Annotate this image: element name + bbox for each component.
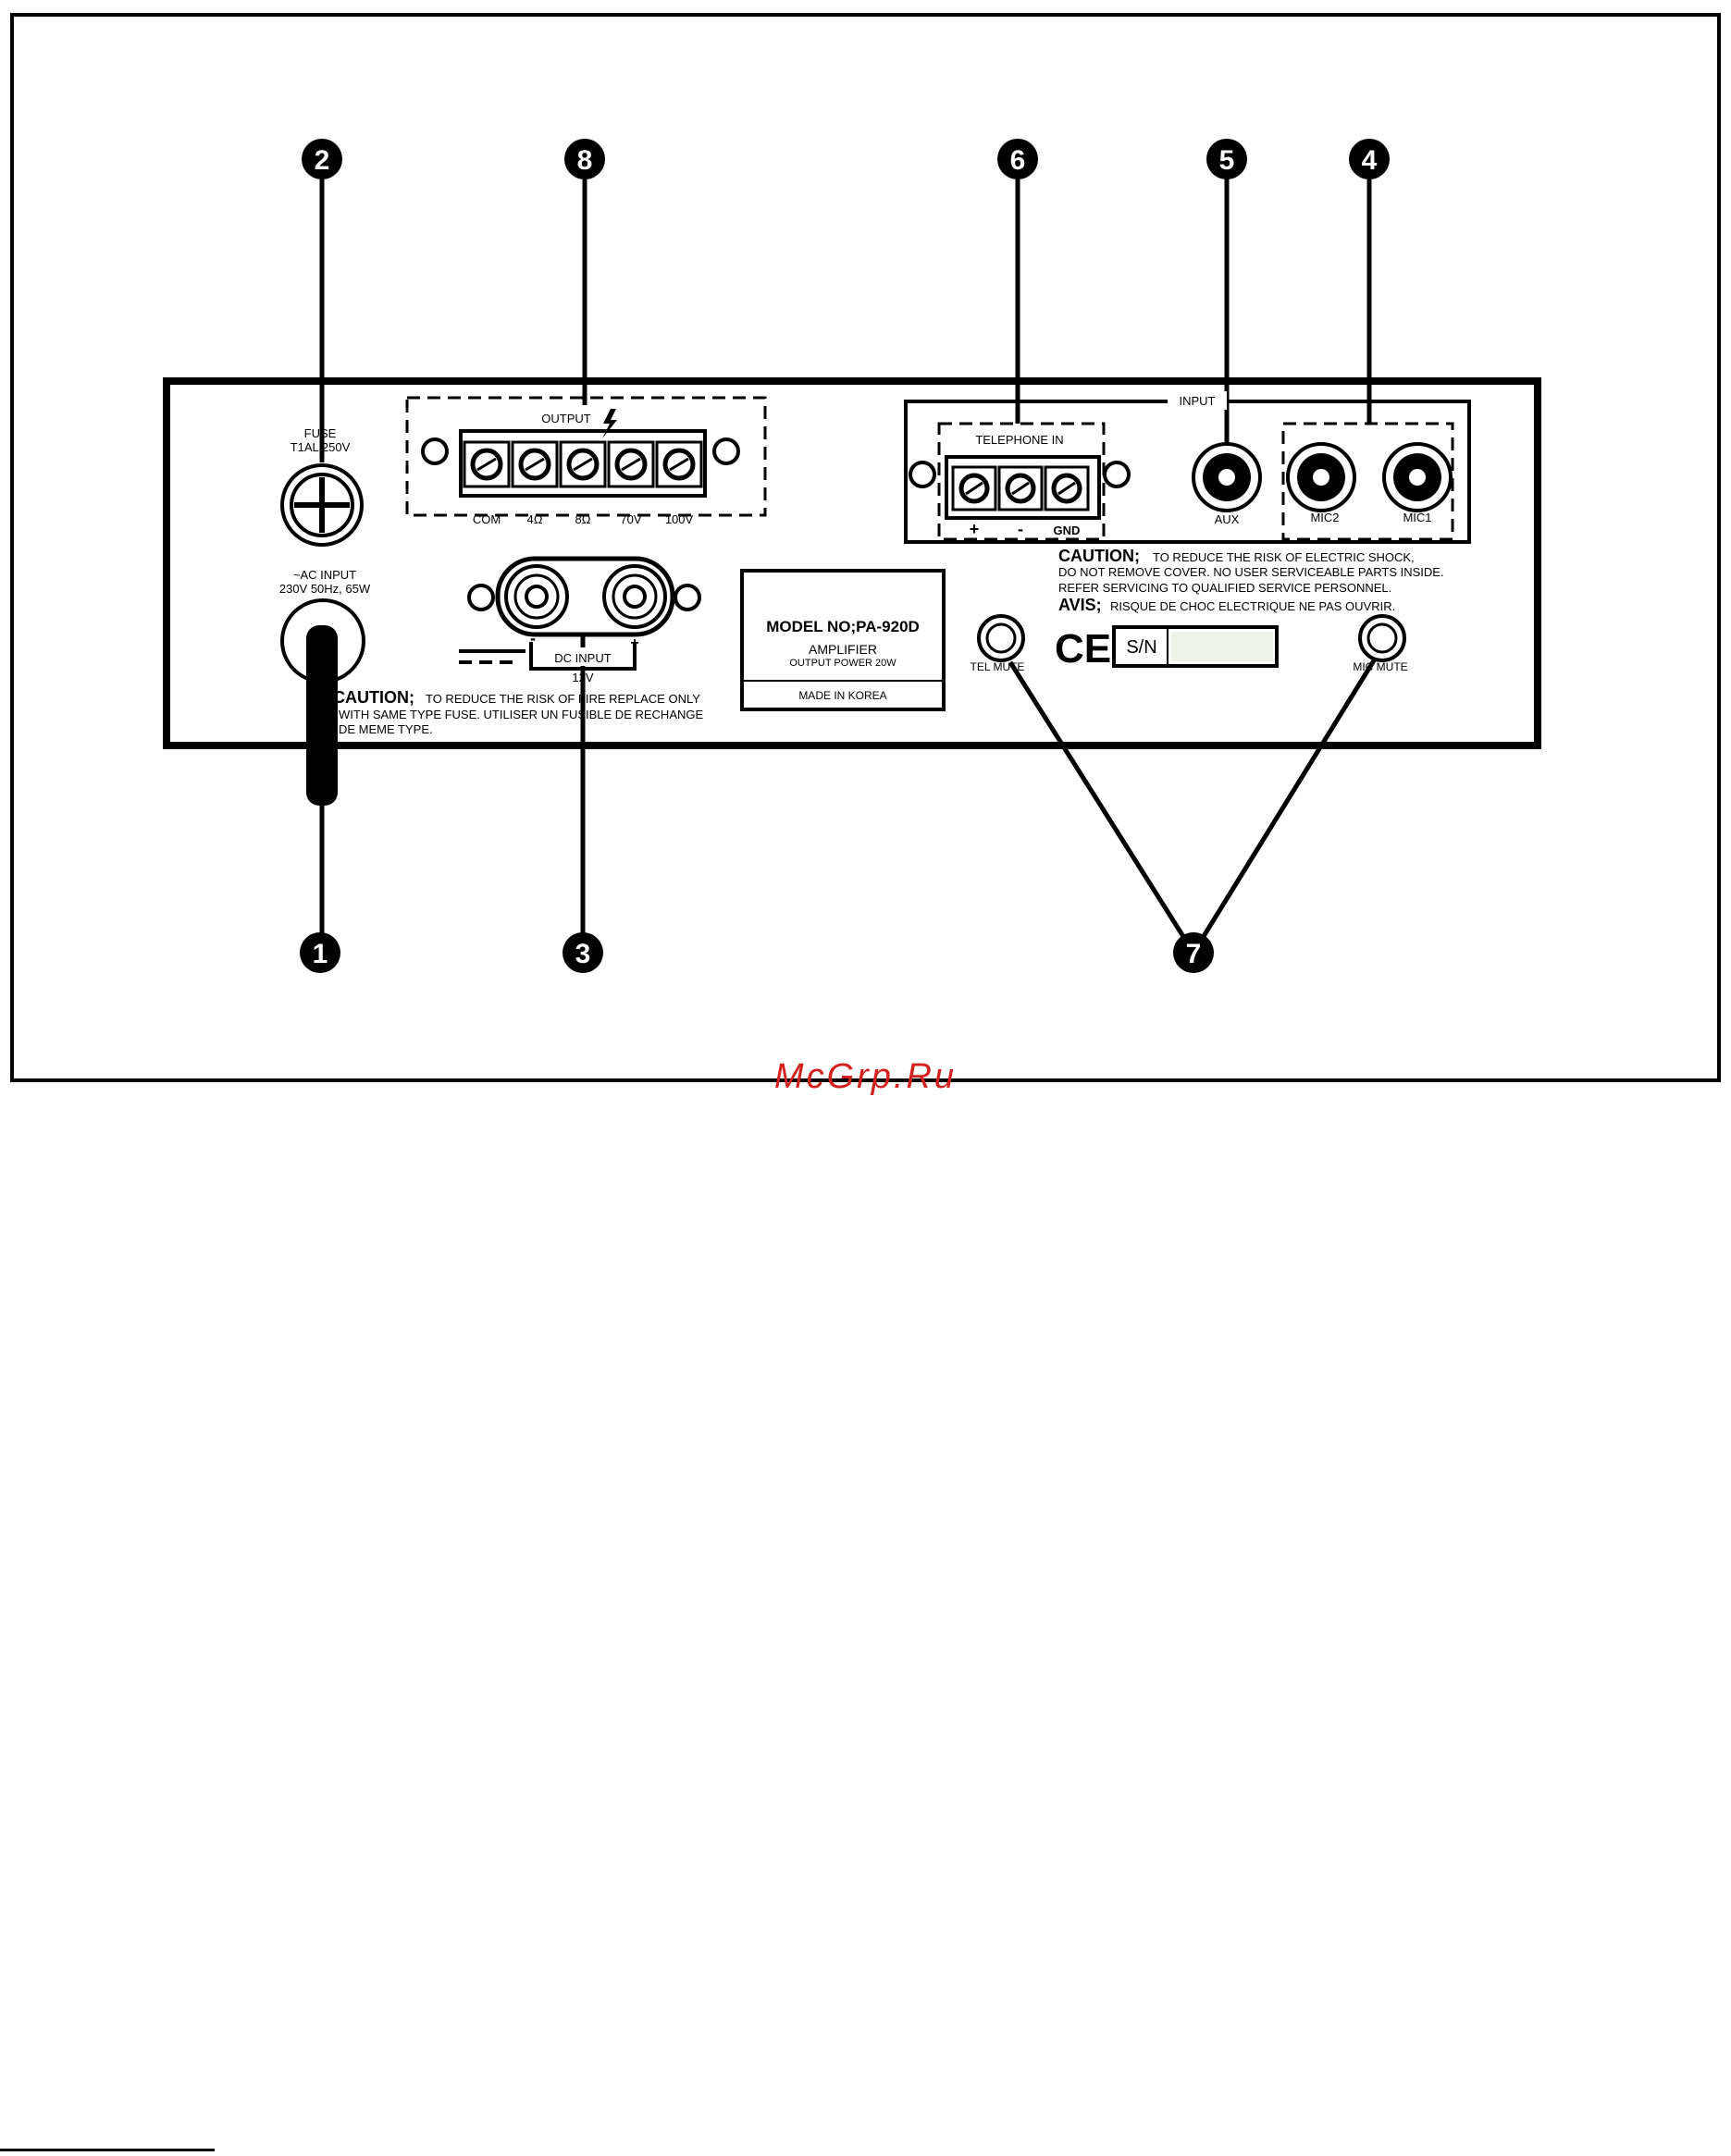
output-terminal-label: 70V [620,512,641,526]
mic1-jack [1382,442,1453,512]
tel-mute-label: TEL MUTE [971,660,1025,673]
output-power: OUTPUT POWER 20W [789,658,896,669]
mic-mute-jack [1358,614,1406,662]
caution-shock-title: CAUTION; [1058,547,1140,565]
caution-fuse-title: CAUTION; [333,688,414,707]
rear-panel-diagram: 2 8 6 5 4 1 3 7 FUSE T1AL 250V ~AC INPUT… [10,13,1721,1082]
output-terminal-label: COM [473,512,501,526]
rear-panel [163,377,1541,749]
callout-6: 6 [997,139,1038,179]
dc-symbol-icon [459,649,525,664]
aux-label: AUX [1215,512,1240,526]
ac-power-cord-icon [280,598,365,806]
dc-input-terminals [467,556,701,671]
svg-text:8: 8 [577,145,593,176]
svg-text:5: 5 [1219,145,1235,176]
callout-8: 8 [564,139,605,179]
serial-number-box [1112,625,1279,668]
model-plate [740,569,946,711]
screw-slot-icon [1011,481,1030,496]
made-in: MADE IN KOREA [798,689,886,702]
svg-text:1: 1 [313,939,328,969]
svg-text:6: 6 [1010,145,1026,176]
ac-input-label: ~AC INPUT [293,568,356,582]
dc-minus-label: - [530,629,536,647]
mic-mute-label: MIC MUTE [1353,660,1407,673]
fuse-holder-icon [280,463,364,547]
output-terminal-label: 100V [665,512,694,526]
caution-shock-line3: REFER SERVICING TO QUALIFIED SERVICE PER… [1058,581,1391,595]
telephone-terminal-label: + [970,520,980,538]
ac-input-rating: 230V 50Hz, 65W [279,582,371,596]
figure-frame [10,13,1721,1082]
mic2-jack [1286,442,1356,512]
caution-shock-line1: TO REDUCE THE RISK OF ELECTRIC SHOCK, [1153,550,1415,564]
mic1-label: MIC1 [1403,511,1431,524]
screw-slot-icon [573,457,593,472]
dc-plus-label: + [630,635,638,651]
input-group-label: INPUT [1180,394,1216,408]
callout-5: 5 [1206,139,1247,179]
telephone-in-terminal [909,422,1131,541]
avis-text: RISQUE DE CHOC ELECTRIQUE NE PAS OUVRIR. [1110,599,1395,613]
sn-label: S/N [1126,637,1156,658]
screw-slot-icon [476,457,497,472]
telephone-terminal-label: GND [1054,524,1081,537]
caution-fuse-line2: WITH SAME TYPE FUSE. UTILISER UN FUSIBLE… [339,708,703,721]
caution-shock-line2: DO NOT REMOVE COVER. NO USER SERVICEABLE… [1058,565,1444,579]
screw-slot-icon [525,457,545,472]
output-terminal-label: 8Ω [575,512,591,526]
tel-mute-jack [977,614,1025,662]
callout-1: 1 [300,932,340,973]
svg-text:2: 2 [315,145,330,176]
caution-fuse-line1: TO REDUCE THE RISK OF FIRE REPLACE ONLY [426,692,700,706]
avis-title: AVIS; [1058,596,1102,614]
callout-2: 2 [302,139,342,179]
lightning-icon [602,409,617,438]
dc-input-voltage: 12V [572,671,593,684]
screw-slot-icon [669,457,689,472]
fuse-label: FUSE [304,426,337,440]
screw-slot-icon [1057,481,1076,496]
watermark: McGrp.Ru [773,1057,958,1096]
svg-text:7: 7 [1186,939,1202,969]
fuse-rating: T1AL 250V [291,440,351,454]
screw-slot-icon [621,457,641,472]
callout-3: 3 [563,932,603,973]
telephone-terminal-label: - [1018,520,1023,538]
svg-text:3: 3 [575,939,591,969]
telephone-in-label: TELEPHONE IN [975,433,1063,447]
mic-jacks-group [1281,422,1454,541]
footnote-rule [0,2149,215,2151]
mic2-label: MIC2 [1310,511,1339,524]
output-terminal-block [405,396,767,517]
svg-text:4: 4 [1362,145,1378,176]
model-number: MODEL NO;PA-920D [766,618,920,635]
output-label: OUTPUT [541,412,591,425]
callout-7: 7 [1173,932,1214,973]
aux-jack [1192,442,1262,512]
dc-input-label: DC INPUT [554,651,611,665]
output-terminal-label: 4Ω [527,512,543,526]
caution-fuse-line3: DE MEME TYPE. [339,722,433,736]
callout-4: 4 [1349,139,1390,179]
ce-mark: CE [1055,626,1111,671]
product-name: AMPLIFIER [809,642,877,657]
screw-slot-icon [965,481,983,496]
